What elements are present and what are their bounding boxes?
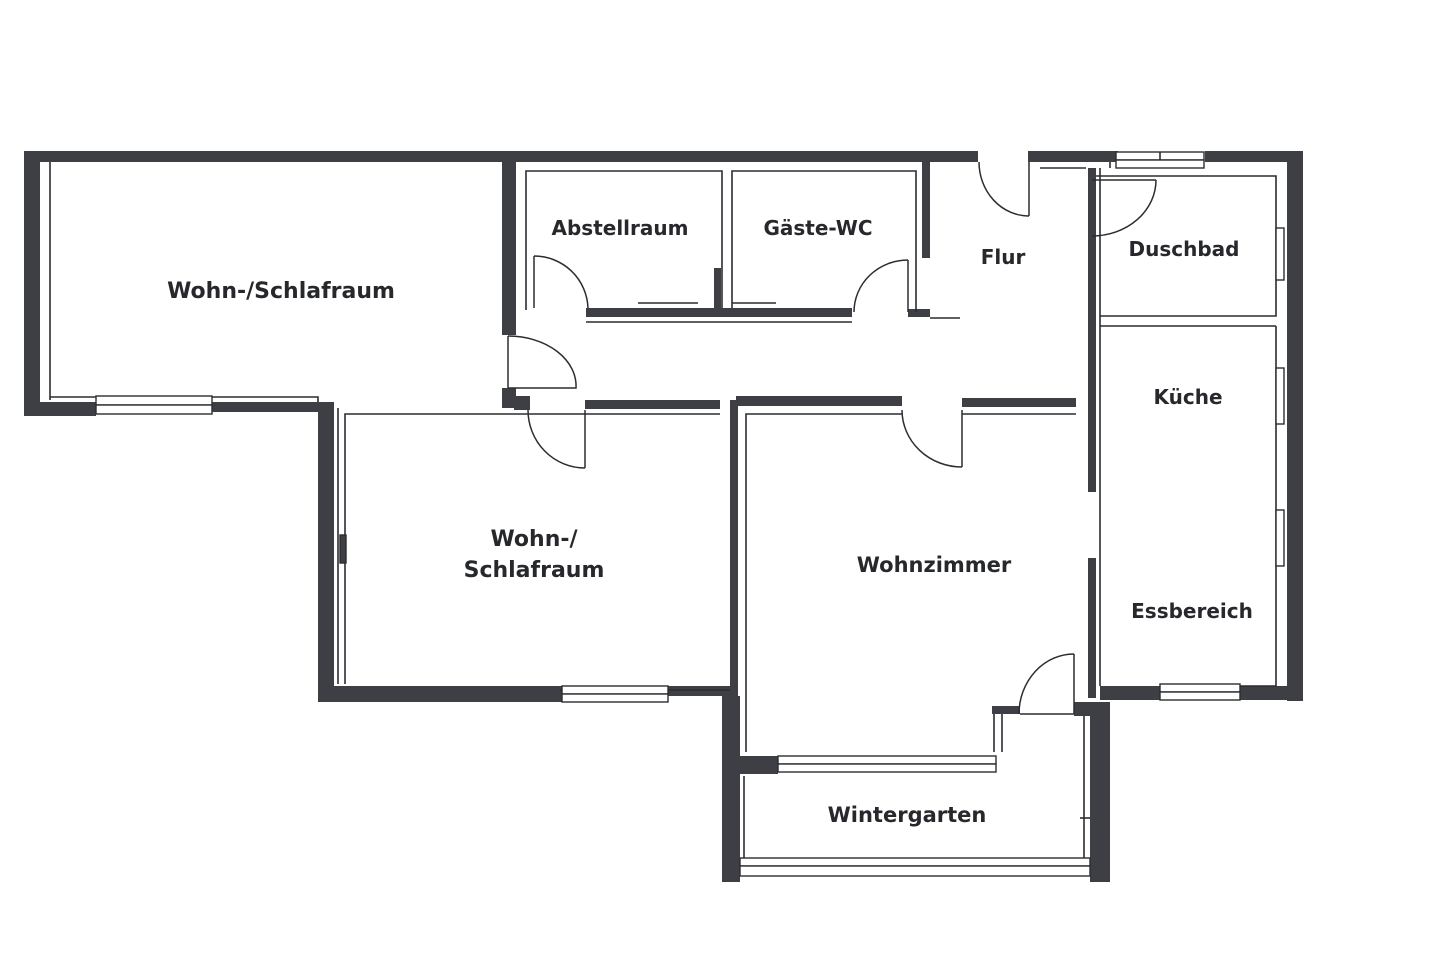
- windows: [95, 151, 1285, 877]
- door-wohnzimmer: [901, 409, 963, 468]
- doors: [507, 161, 1157, 715]
- room-label-duschbad: Duschbad: [1129, 237, 1240, 261]
- door-gaeste-wc: [853, 259, 909, 313]
- walls: [24, 151, 1303, 882]
- room-label-wohn-schlafraum-2-line1: Wohn-/: [490, 527, 578, 552]
- door-wintergarten: [1018, 653, 1075, 715]
- room-labels: Wohn-/Schlafraum Abstellraum Gäste-WC Fl…: [167, 216, 1253, 827]
- room-label-wohn-schlafraum-1: Wohn-/Schlafraum: [167, 279, 395, 304]
- door-wohn-schlafraum-1: [507, 335, 577, 389]
- room-label-wohn-schlafraum-2-line2: Schlafraum: [464, 558, 605, 583]
- room-label-wintergarten: Wintergarten: [828, 803, 987, 827]
- door-wohn-schlafraum-2: [527, 409, 586, 469]
- room-label-gaeste-wc: Gäste-WC: [763, 216, 872, 240]
- room-label-wohnzimmer: Wohnzimmer: [857, 553, 1012, 577]
- room-label-kueche: Küche: [1153, 385, 1222, 409]
- room-label-abstellraum: Abstellraum: [552, 216, 689, 240]
- door-entrance: [978, 161, 1030, 217]
- room-label-essbereich: Essbereich: [1131, 599, 1253, 623]
- door-duschbad: [1091, 179, 1157, 237]
- room-label-flur: Flur: [981, 245, 1026, 269]
- door-abstellraum: [533, 255, 589, 309]
